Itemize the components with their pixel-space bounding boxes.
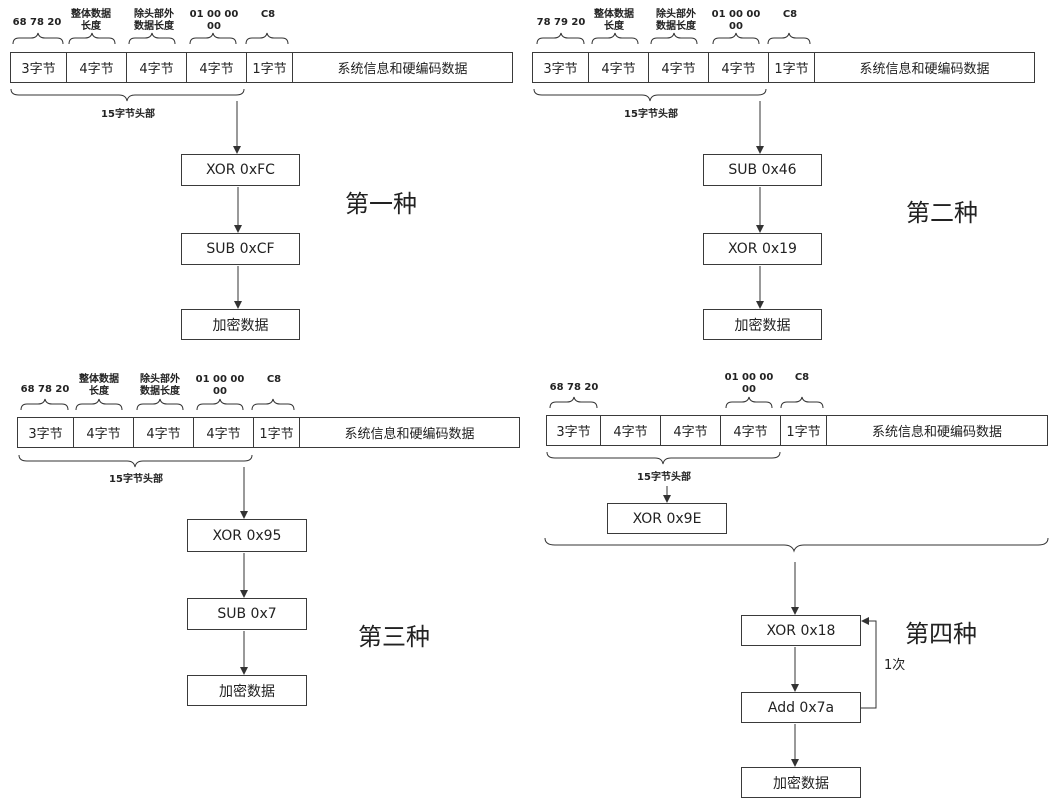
step-sub-box: SUB 0x7	[187, 598, 307, 630]
excl-header-length-label: 除头部外数据长度	[656, 9, 696, 32]
scheme-title: 第二种	[906, 199, 978, 227]
step-sub-box: SUB 0xCF	[181, 233, 300, 265]
result-box: 加密数据	[703, 309, 822, 340]
field-4byte: 4字节	[73, 417, 134, 448]
scheme-title: 第三种	[358, 623, 430, 651]
step-sub-box: SUB 0x46	[703, 154, 822, 186]
brace-bottom	[18, 454, 253, 468]
total-length-label: 整体数据长度	[79, 374, 119, 397]
field-payload: 系统信息和硬编码数据	[826, 415, 1048, 446]
brace-bottom	[10, 88, 245, 102]
field-3byte: 3字节	[10, 52, 67, 83]
total-length-label: 整体数据长度	[594, 9, 634, 32]
header-15-label: 15字节头部	[624, 109, 678, 120]
header-15-label: 15字节头部	[109, 474, 163, 485]
step-xor-box: XOR 0x19	[703, 233, 822, 265]
result-box: 加密数据	[187, 675, 307, 706]
excl-header-length-label: 除头部外数据长度	[140, 374, 180, 397]
field-4byte: 4字节	[66, 52, 127, 83]
result-box: 加密数据	[181, 309, 300, 340]
brace-top	[20, 398, 69, 411]
brace-top	[712, 32, 760, 45]
c8-label: C8	[260, 9, 276, 20]
magic-label: 68 78 20	[12, 17, 62, 28]
magic-label: 68 78 20	[20, 384, 70, 395]
field-1byte: 1字节	[253, 417, 300, 448]
field-4byte: 4字节	[133, 417, 194, 448]
brace-top	[12, 32, 64, 45]
magic-label: 78 79 20	[536, 17, 586, 28]
field-1byte: 1字节	[780, 415, 827, 446]
header-15-label: 15字节头部	[101, 109, 155, 120]
field-4byte: 4字节	[660, 415, 721, 446]
brace-top	[591, 32, 639, 45]
field-payload: 系统信息和硬编码数据	[299, 417, 520, 448]
header-15-label: 15字节头部	[637, 472, 691, 483]
field-3byte: 3字节	[546, 415, 601, 446]
field-4byte: 4字节	[720, 415, 781, 446]
brace-top	[767, 32, 811, 45]
field-4byte: 4字节	[648, 52, 709, 83]
loop-count-label: 1次	[884, 658, 906, 673]
scheme-title: 第一种	[345, 190, 417, 218]
total-length-label: 整体数据长度	[71, 9, 111, 32]
magic-label: 68 78 20	[549, 382, 599, 393]
pre-xor-box: XOR 0x9E	[607, 503, 727, 534]
brace-top	[725, 396, 773, 409]
brace-top	[68, 32, 116, 45]
step-add-box: Add 0x7a	[741, 692, 861, 723]
c8-label: C8	[266, 374, 282, 385]
step-xor-box: XOR 0x18	[741, 615, 861, 646]
field-4byte: 4字节	[193, 417, 254, 448]
step-xor-box: XOR 0x95	[187, 519, 307, 552]
field-1byte: 1字节	[768, 52, 815, 83]
step-xor-box: XOR 0xFC	[181, 154, 300, 186]
field-payload: 系统信息和硬编码数据	[814, 52, 1035, 83]
brace-wide	[544, 537, 1049, 553]
excl-header-length-label: 除头部外数据长度	[134, 9, 174, 32]
result-box: 加密数据	[741, 767, 861, 798]
brace-top	[136, 398, 184, 411]
field-3byte: 3字节	[17, 417, 74, 448]
field-4byte: 4字节	[588, 52, 649, 83]
brace-top	[251, 398, 295, 411]
brace-top	[536, 32, 585, 45]
field-4byte: 4字节	[186, 52, 247, 83]
brace-top	[75, 398, 123, 411]
c8-label: C8	[782, 9, 798, 20]
brace-top	[189, 32, 237, 45]
brace-bottom	[546, 451, 781, 465]
brace-top	[128, 32, 176, 45]
field-payload: 系统信息和硬编码数据	[292, 52, 513, 83]
field-3byte: 3字节	[532, 52, 589, 83]
brace-bottom	[533, 88, 767, 102]
scheme-title: 第四种	[905, 620, 977, 648]
brace-top	[549, 396, 598, 409]
loop-arrow	[861, 617, 877, 709]
brace-top	[780, 396, 824, 409]
brace-top	[196, 398, 244, 411]
brace-top	[650, 32, 698, 45]
c8-label: C8	[794, 372, 810, 383]
brace-top	[245, 32, 289, 45]
